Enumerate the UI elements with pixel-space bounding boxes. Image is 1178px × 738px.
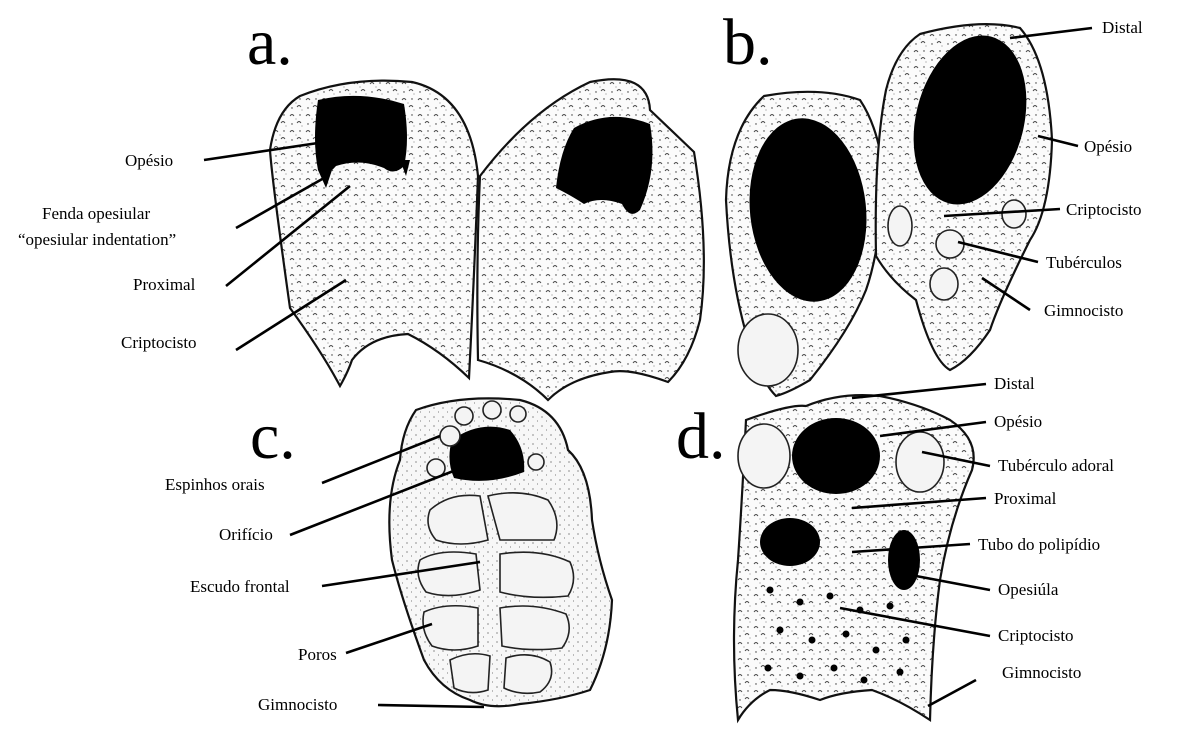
label-c-pores: Poros [298, 645, 337, 664]
label-d-cryptocyst: Criptocisto [998, 626, 1074, 645]
label-c-oral-spines: Espinhos orais [165, 475, 265, 494]
panel-a-letter: a. [247, 6, 293, 79]
label-c-gymnocyst: Gimnocisto [258, 695, 337, 714]
label-c-orifice: Orifício [219, 525, 273, 544]
label-d-adoral-tubercle: Tubérculo adoral [998, 456, 1114, 475]
panel-b: b. [723, 6, 1052, 396]
tubercle-b-1 [936, 230, 964, 258]
label-a-proximal: Proximal [133, 275, 196, 294]
adoral-tubercle-d-right [896, 432, 944, 492]
oral-spine-c-4 [510, 406, 526, 422]
label-d-gymnocyst: Gimnocisto [1002, 663, 1081, 682]
tubercle-b-left [738, 314, 798, 386]
adoral-tubercle-d-left [738, 424, 790, 488]
panel-a: a. [247, 6, 704, 400]
label-d-polypide-tube: Tubo do polipídio [978, 535, 1100, 554]
oral-spine-c-3 [483, 401, 501, 419]
label-d-opesiule: Opesiúla [998, 580, 1059, 599]
label-b-tubercles: Tubérculos [1046, 253, 1122, 272]
panel-c-letter: c. [250, 400, 296, 473]
label-a-cryptocyst: Criptocisto [121, 333, 197, 352]
opesiule-d-left [760, 518, 820, 566]
label-c-frontal-shield: Escudo frontal [190, 577, 290, 596]
oral-spine-c-2 [455, 407, 473, 425]
oral-spine-c-1 [440, 426, 460, 446]
label-b-distal: Distal [1102, 18, 1143, 37]
panel-d-letter: d. [676, 400, 726, 473]
label-a-opesiular-indentation: Fenda opesiular [42, 204, 150, 223]
label-a-opesia: Opésio [125, 151, 173, 170]
label-d-proximal: Proximal [994, 489, 1057, 508]
opesia-a-left [315, 96, 407, 173]
label-b-gymnocyst: Gimnocisto [1044, 301, 1123, 320]
panel-d: d. [676, 395, 974, 720]
label-d-opesia: Opésio [994, 412, 1042, 431]
label-a-opesiular-indentation-en: “opesiular indentation” [18, 230, 176, 249]
tubercle-b-4 [888, 206, 912, 246]
opesiule-d-right [888, 530, 920, 590]
oral-spine-c-5 [528, 454, 544, 470]
label-b-opesia: Opésio [1084, 137, 1132, 156]
panel-b-letter: b. [723, 6, 773, 79]
tubercle-b-3 [930, 268, 958, 300]
opesia-d [792, 418, 880, 494]
tubercle-b-2 [1002, 200, 1026, 228]
label-b-cryptocyst: Criptocisto [1066, 200, 1142, 219]
label-d-distal: Distal [994, 374, 1035, 393]
